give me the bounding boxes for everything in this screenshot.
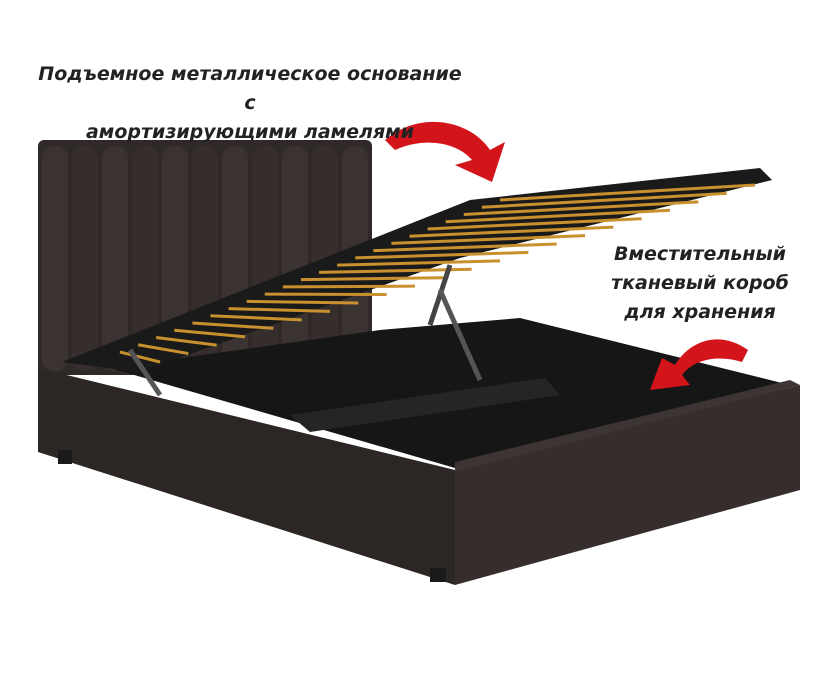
annotation-line: амортизирующими ламелями — [85, 121, 415, 143]
bed-side-panel — [38, 368, 455, 585]
slat — [228, 307, 331, 313]
slat — [282, 284, 416, 289]
bed-leg — [58, 450, 72, 464]
headboard-channel — [252, 146, 278, 371]
lifting-slat-base — [62, 168, 772, 397]
slat — [463, 200, 699, 216]
storage-divider — [290, 378, 560, 432]
red-arrow-top — [385, 121, 505, 182]
bed-leg — [430, 568, 446, 582]
slat — [391, 234, 586, 245]
headboard-channel — [132, 146, 158, 371]
slat — [445, 208, 671, 224]
slat — [337, 259, 501, 267]
slat — [481, 191, 727, 209]
annotation-line: для хранения — [624, 301, 776, 323]
storage-box-annotation: Вместительный тканевый короб для хранени… — [600, 240, 800, 327]
slat — [300, 276, 444, 282]
headboard-channel — [282, 146, 308, 371]
red-arrow-bottom — [650, 339, 748, 390]
slat — [174, 328, 246, 339]
annotation-line: Вместительный — [614, 243, 786, 265]
bed-foot-panel — [455, 385, 800, 585]
slat — [355, 250, 529, 260]
annotation-line: тканевый короб — [611, 272, 789, 294]
slat — [210, 314, 302, 322]
slat — [192, 321, 274, 330]
slat — [137, 343, 189, 356]
slat — [246, 299, 359, 305]
slat — [373, 242, 557, 253]
lifting-base-annotation: Подъемное металлическое основание с амор… — [30, 60, 470, 147]
annotation-line: Подъемное металлическое основание с — [38, 63, 462, 114]
headboard-channel — [102, 146, 128, 371]
headboard-channel — [42, 146, 68, 371]
slat — [119, 350, 161, 364]
slat — [499, 183, 756, 202]
bed-rim — [455, 380, 800, 472]
slat — [409, 225, 614, 238]
slat — [156, 336, 217, 347]
slat — [427, 217, 642, 231]
headboard-channel — [72, 146, 98, 371]
